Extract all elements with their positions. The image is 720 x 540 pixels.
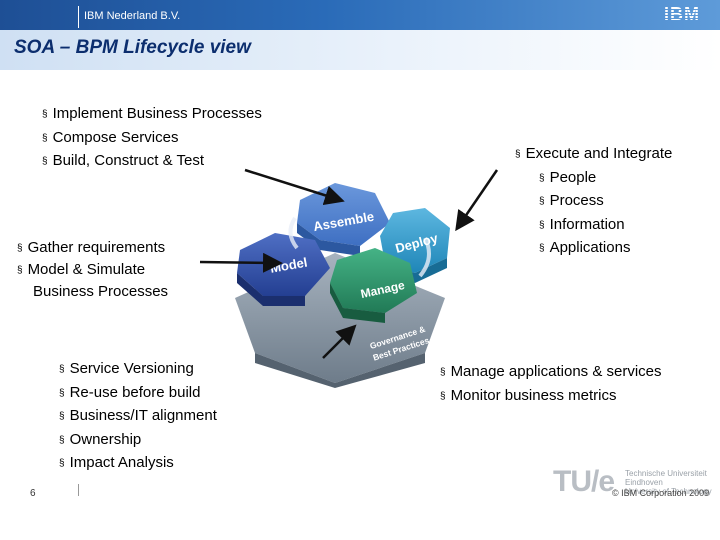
list-item: §Model & Simulate bbox=[17, 261, 146, 278]
page-number: 6 bbox=[30, 488, 36, 499]
list-item: §Manage applications & services bbox=[440, 363, 662, 380]
list-item: §Execute and Integrate bbox=[515, 145, 673, 162]
list-item: §Gather requirements bbox=[17, 239, 166, 256]
list-item: §People bbox=[539, 168, 597, 186]
list-item: §Implement Business Processes bbox=[42, 105, 262, 122]
list-item: §Re-use before build bbox=[59, 383, 201, 401]
title-bar bbox=[0, 30, 720, 70]
ibm-logo: IBM bbox=[664, 4, 700, 24]
list-item: §Monitor business metrics bbox=[440, 386, 617, 404]
copyright: © IBM Corporation 2009 bbox=[612, 488, 710, 498]
assemble-hex bbox=[297, 183, 390, 246]
header-divider bbox=[78, 6, 79, 28]
header-bar bbox=[0, 0, 720, 30]
governance-list: §Service Versioning §Re-use before build… bbox=[59, 358, 217, 476]
list-item: §Compose Services bbox=[42, 128, 179, 146]
list-item-continuation: Business Processes bbox=[33, 283, 169, 300]
tue-mark: TU/e bbox=[553, 465, 615, 498]
list-item: §Applications bbox=[539, 239, 631, 256]
tue-line-3: University of Technology bbox=[625, 487, 712, 496]
manage-list: §Manage applications & services §Monitor… bbox=[440, 361, 662, 408]
execute-list: §Execute and Integrate §People §Process … bbox=[515, 143, 672, 261]
lifecycle-diagram: Assemble Deploy Model Manage Governance … bbox=[235, 183, 450, 388]
model-hex bbox=[237, 233, 330, 296]
org-name: IBM Nederland B.V. bbox=[84, 10, 181, 22]
list-item: §Process bbox=[539, 192, 604, 209]
deploy-hex bbox=[380, 208, 450, 273]
manage-hex bbox=[330, 248, 417, 313]
list-item: §Information bbox=[539, 215, 625, 233]
footer-divider bbox=[78, 484, 79, 496]
gather-list: §Gather requirements §Model & Simulate B… bbox=[17, 238, 168, 302]
list-item: §Ownership bbox=[59, 430, 142, 448]
tue-logo: TU/e Technische Universiteit Eindhoven U… bbox=[553, 465, 712, 499]
list-item: §Impact Analysis bbox=[59, 454, 174, 471]
list-item: §Build, Construct & Test bbox=[42, 152, 205, 169]
list-item: §Service Versioning bbox=[59, 360, 194, 377]
implement-list: §Implement Business Processes §Compose S… bbox=[42, 103, 262, 174]
tue-line-2: Eindhoven bbox=[625, 478, 663, 487]
tue-line-1: Technische Universiteit bbox=[625, 469, 707, 478]
list-item: §Business/IT alignment bbox=[59, 407, 217, 424]
slide-title: SOA – BPM Lifecycle view bbox=[14, 37, 251, 58]
